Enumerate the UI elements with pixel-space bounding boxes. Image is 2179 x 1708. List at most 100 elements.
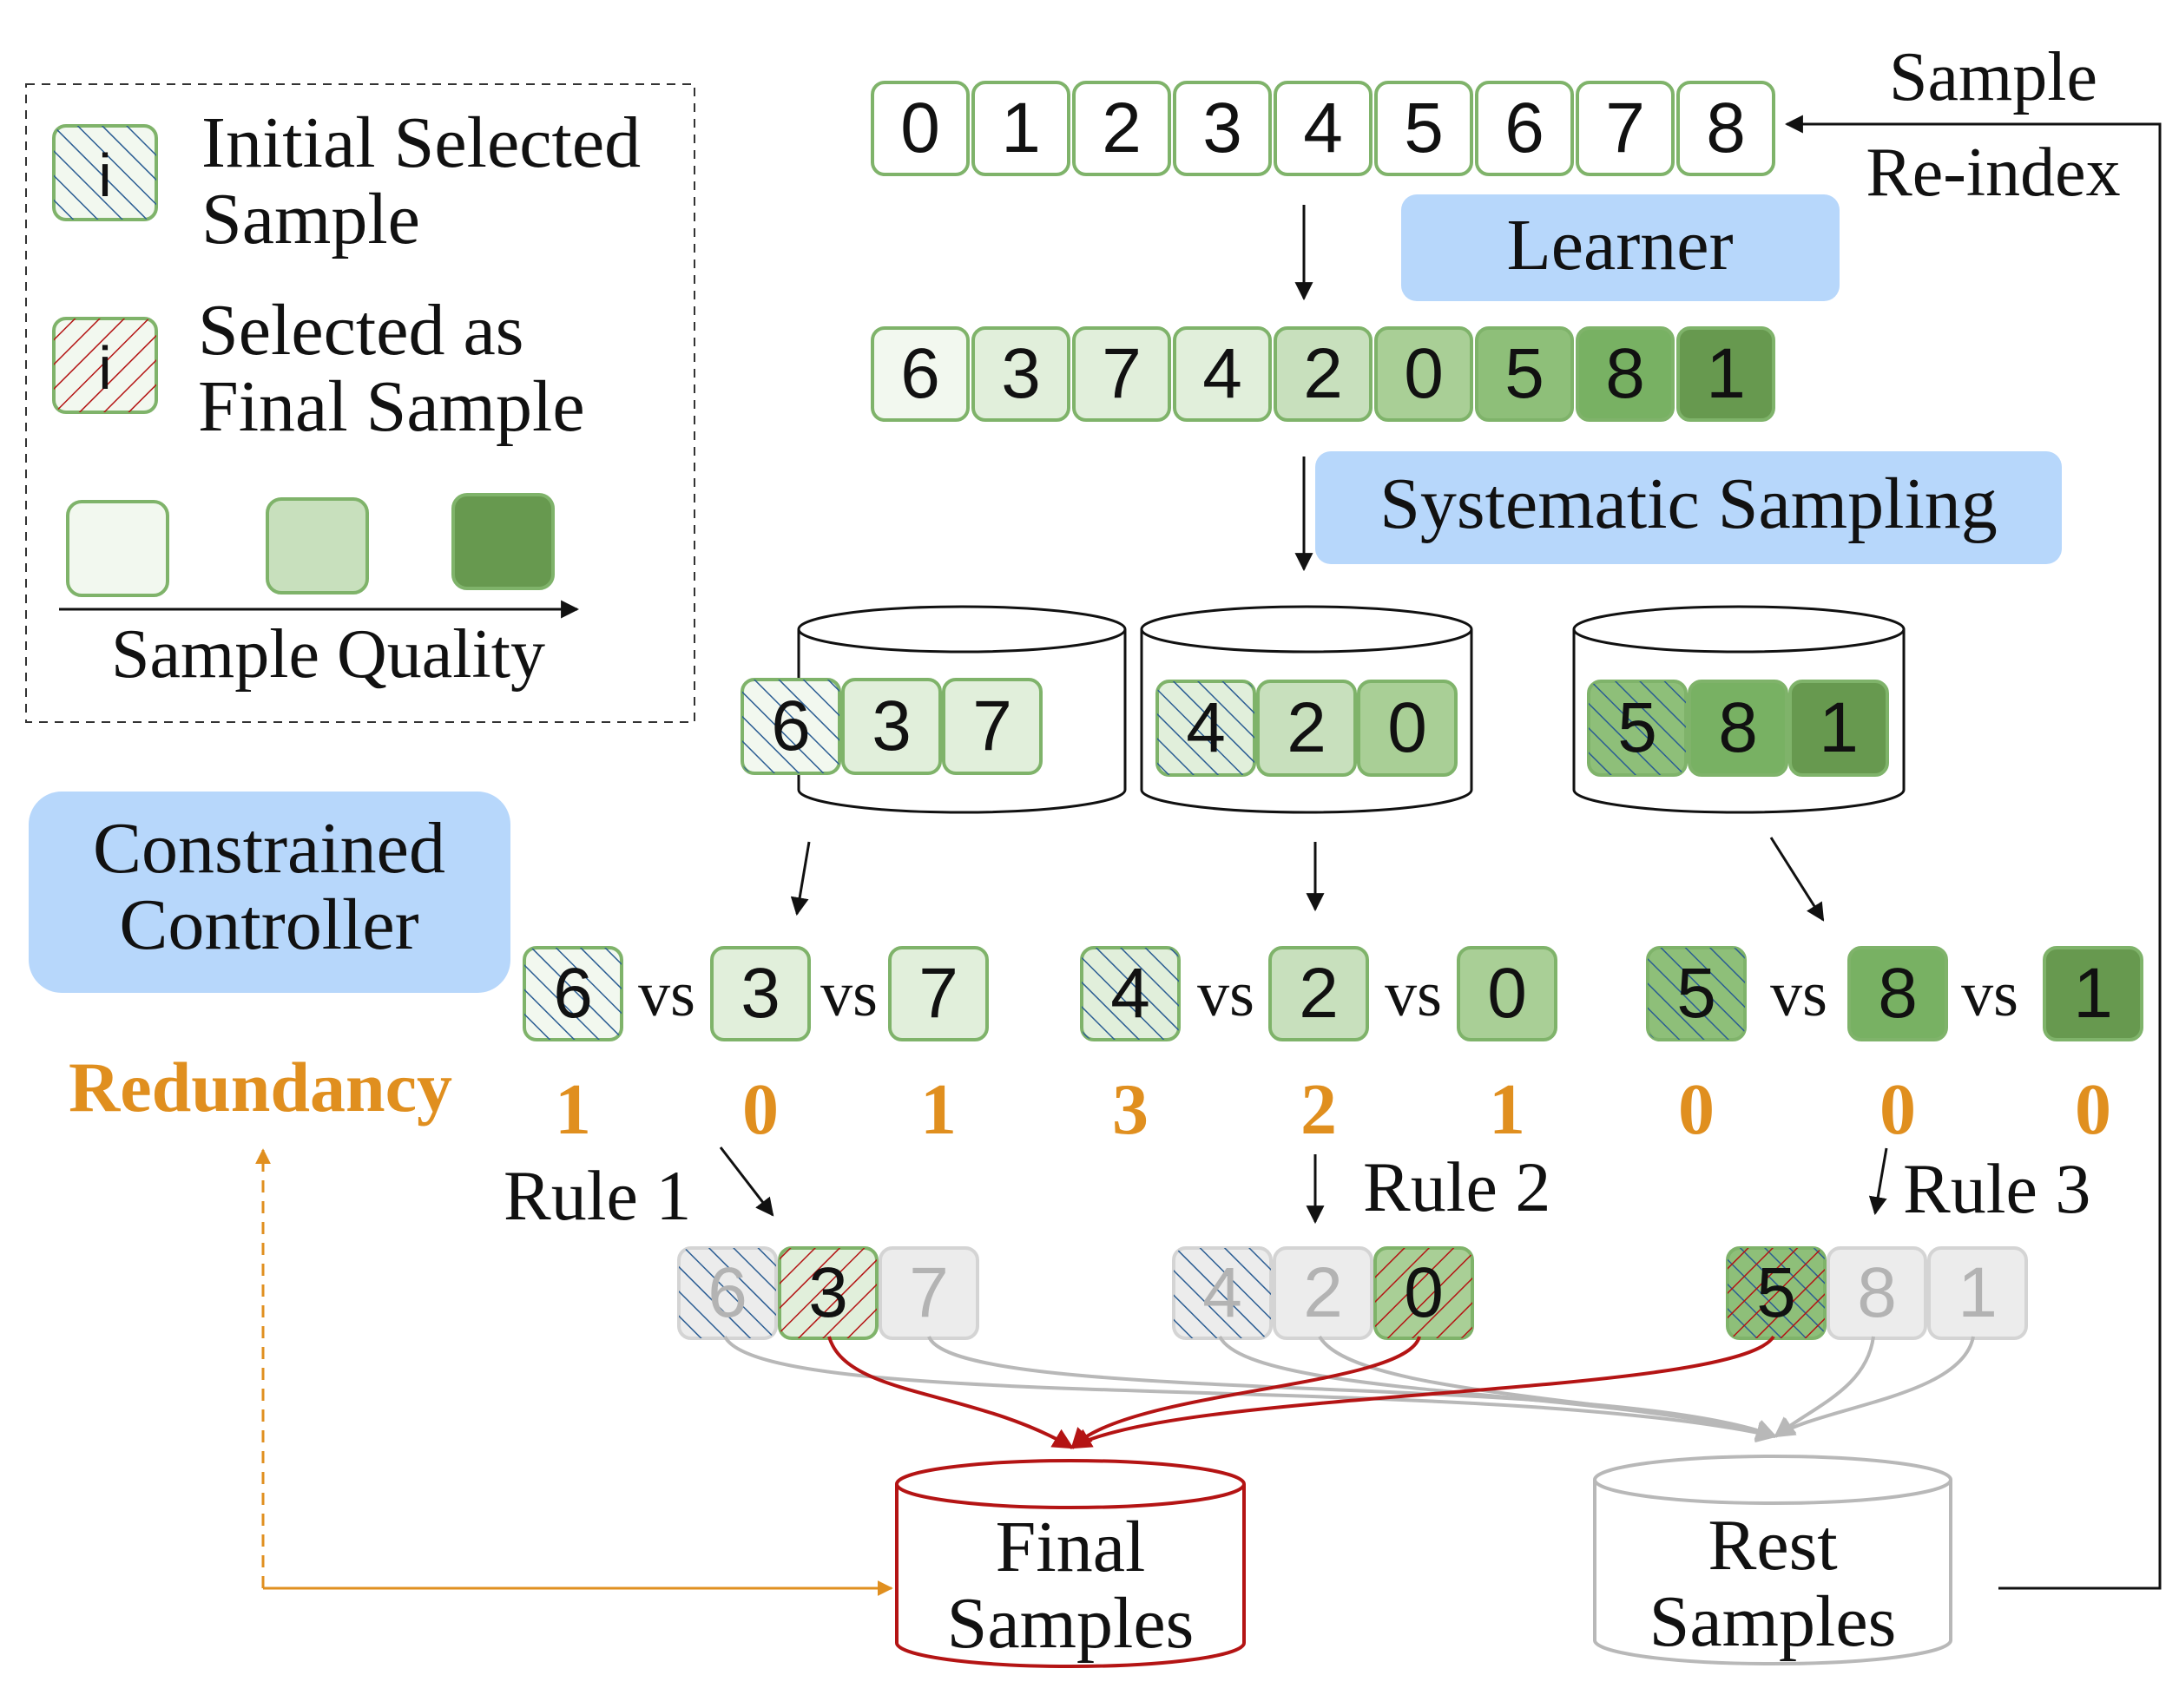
- input-cell-value: 4: [1303, 89, 1343, 168]
- input-cell: 4: [1274, 81, 1373, 176]
- compare-cell-value: 4: [1110, 954, 1150, 1033]
- input-cell-value: 3: [1202, 89, 1242, 168]
- rest-samples-line2: Samples: [1649, 1581, 1897, 1662]
- vs-label: vs: [1770, 959, 1827, 1030]
- final-selected-cell: 3: [778, 1246, 879, 1340]
- legend-initial-marker: i: [98, 141, 112, 209]
- vs-label: vs: [638, 959, 695, 1030]
- sample-reindex-line2: Re-index: [1866, 135, 2120, 211]
- flow-red-5: [1070, 1335, 1775, 1449]
- bucket-cell-value: 2: [1287, 688, 1326, 767]
- sorted-cell-value: 7: [1102, 334, 1142, 413]
- bucket-cell: 6: [741, 678, 841, 775]
- rest-cell-value: 4: [1202, 1253, 1242, 1332]
- flow-gray-1: [1773, 1336, 1975, 1438]
- legend-final-marker: i: [98, 334, 112, 402]
- sample-reindex-line1: Sample: [1889, 39, 2097, 115]
- bucket-cell: 2: [1256, 680, 1357, 777]
- compare-cell: 7: [888, 946, 989, 1041]
- input-cell: 7: [1576, 81, 1675, 176]
- legend-quality-label: Sample Quality: [111, 616, 545, 693]
- rest-cell: 6: [677, 1246, 778, 1340]
- sorted-cell: 3: [971, 326, 1070, 422]
- bucket-cell: 8: [1688, 680, 1788, 777]
- compare-cell-value: 5: [1676, 954, 1716, 1033]
- sorted-cell: 5: [1475, 326, 1574, 422]
- compare-cell: 0: [1457, 946, 1557, 1041]
- rule3-label: Rule 3: [1903, 1149, 2090, 1228]
- redundancy-value: 2: [1300, 1069, 1337, 1150]
- input-cell: 6: [1475, 81, 1574, 176]
- compare-cell-value: 3: [741, 954, 780, 1033]
- bucket-cell: 3: [841, 678, 942, 775]
- input-cell-value: 1: [1001, 89, 1041, 168]
- redundancy-value: 1: [920, 1069, 957, 1150]
- compare-cell: 4: [1080, 946, 1181, 1041]
- bucket-cell-value: 4: [1186, 688, 1226, 767]
- constrained-controller-line2: Controller: [119, 884, 418, 965]
- sorted-cell-value: 1: [1706, 334, 1746, 413]
- compare-cell-value: 2: [1299, 954, 1339, 1033]
- compare-cell: 2: [1268, 946, 1369, 1041]
- arrow-bucket3-compare: [1769, 837, 1825, 922]
- sorted-cell: 0: [1374, 326, 1473, 422]
- sorted-cell: 7: [1072, 326, 1171, 422]
- rest-cell: 7: [879, 1246, 979, 1340]
- final-selected-cell-value: 5: [1756, 1253, 1796, 1332]
- rest-cell: 2: [1273, 1246, 1373, 1340]
- sorted-cell-value: 8: [1605, 334, 1645, 413]
- bucket-cell-value: 6: [771, 686, 811, 765]
- legend-quality-mid: [266, 497, 369, 595]
- sorted-cell: 1: [1676, 326, 1775, 422]
- vs-label: vs: [1197, 959, 1254, 1030]
- sorted-cell: 6: [871, 326, 970, 422]
- vs-label: vs: [1961, 959, 2018, 1030]
- bucket-cell: 5: [1587, 680, 1688, 777]
- redundancy-value: 3: [1112, 1069, 1149, 1150]
- redundancy-label: Redundancy: [69, 1048, 452, 1127]
- bucket-cell-value: 1: [1819, 688, 1859, 767]
- redundancy-value: 0: [1678, 1069, 1715, 1150]
- bucket-top: [797, 605, 1127, 654]
- final-selected-cell-value: 3: [808, 1253, 848, 1332]
- compare-cell-value: 0: [1487, 954, 1527, 1033]
- rule3-arrow: [1868, 1147, 1888, 1216]
- legend-final-label-line2: Final Sample: [198, 366, 585, 447]
- legend-initial-label-line2: Sample: [201, 179, 420, 259]
- bucket-cell-value: 8: [1718, 688, 1758, 767]
- sorted-cell: 8: [1576, 326, 1675, 422]
- vs-label: vs: [1385, 959, 1442, 1030]
- learner-label: Learner: [1401, 194, 1840, 301]
- rule2-label: Rule 2: [1363, 1147, 1550, 1226]
- rest-cell: 1: [1927, 1246, 2028, 1340]
- bucket-cell: 1: [1788, 680, 1889, 777]
- bucket-cell-value: 7: [972, 686, 1012, 765]
- legend-quality-low: [66, 500, 169, 597]
- input-cell: 3: [1173, 81, 1272, 176]
- legend-frame: [25, 83, 695, 723]
- input-cell-value: 7: [1605, 89, 1645, 168]
- legend-initial-swatch: i: [52, 124, 158, 221]
- comparison-group-2: 4 2 0 vs vs: [1080, 946, 1557, 1041]
- rule1-label: Rule 1: [504, 1156, 691, 1235]
- final-selected-cell-value: 0: [1404, 1253, 1444, 1332]
- rest-cell-value: 6: [708, 1253, 747, 1332]
- flow-red-0: [1070, 1336, 1421, 1449]
- input-cell-value: 2: [1102, 89, 1142, 168]
- sorted-cell: 4: [1173, 326, 1272, 422]
- reindex-arrow: [1784, 115, 2162, 1590]
- systematic-sampling-text: Systematic Sampling: [1379, 463, 1998, 544]
- bucket-cell-value: 5: [1617, 688, 1657, 767]
- final-samples-line2: Samples: [947, 1583, 1195, 1664]
- redundancy-value: 0: [2075, 1069, 2111, 1150]
- rest-cell-value: 2: [1303, 1253, 1343, 1332]
